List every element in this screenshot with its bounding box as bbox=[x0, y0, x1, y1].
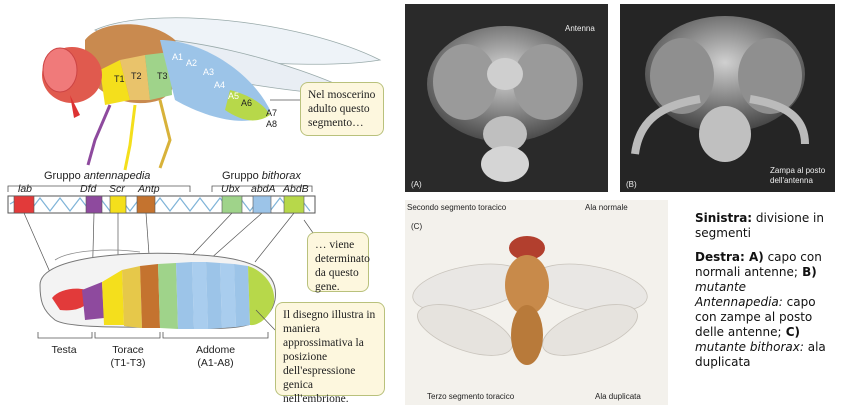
label-a5: A5 bbox=[228, 91, 240, 101]
callout-gene: … viene determinato da questo gene. bbox=[307, 232, 370, 293]
photo-b-caption-2: dell'antenna bbox=[770, 176, 813, 185]
photo-b-antennapedia-head: (B) Zampa al posto dell'antenna bbox=[620, 4, 835, 192]
legend-a-text: capo con normali antenne; bbox=[695, 250, 822, 279]
photo-a-antenna-label: Antenna bbox=[565, 24, 595, 33]
group-antennapedia-label: Gruppo antennapedia bbox=[44, 170, 150, 182]
photo-c-second-segment: Secondo segmento toracico bbox=[407, 203, 507, 212]
photo-a-normal-head: (A) Antenna bbox=[405, 4, 608, 192]
legend-left-label: Sinistra: bbox=[695, 211, 753, 225]
gene-ubx: Ubx bbox=[221, 183, 240, 195]
group-bithorax-label: Gruppo bithorax bbox=[222, 170, 301, 182]
gene-box-abda bbox=[252, 195, 272, 214]
embryo-head-red bbox=[52, 288, 92, 311]
legend-c-mutant: mutante bithorax: bbox=[695, 340, 804, 354]
region-addome-sub: (A1-A8) bbox=[197, 357, 234, 369]
legend-left: Sinistra: divisione in segmenti bbox=[695, 211, 835, 241]
label-t2: T2 bbox=[131, 71, 142, 81]
legend-c-text: ala duplicata bbox=[695, 340, 826, 369]
fly-bithorax-photo bbox=[412, 236, 648, 365]
fly-eye bbox=[42, 47, 78, 93]
embryo-orange bbox=[140, 264, 160, 328]
fly-t2 bbox=[120, 55, 150, 100]
bracket-testa bbox=[37, 332, 93, 339]
embryo-tail-lime bbox=[248, 266, 275, 326]
region-torace: Torace bbox=[112, 344, 144, 356]
legend-left-text: divisione in segmenti bbox=[695, 211, 824, 240]
fly-diagram-svg bbox=[7, 17, 382, 339]
group-prefix: Gruppo bbox=[44, 170, 84, 182]
bracket-bithorax bbox=[211, 185, 313, 192]
figure-legend: Sinistra: divisione in segmenti Destra: … bbox=[695, 211, 835, 379]
label-a1: A1 bbox=[172, 52, 184, 62]
fly-leg-1 bbox=[86, 104, 112, 166]
gene-box-lab bbox=[13, 195, 35, 214]
gene-abda: abdA bbox=[251, 183, 276, 195]
photo-c-bithorax: (C) Secondo segmento toracico Ala normal… bbox=[405, 200, 668, 405]
label-t3: T3 bbox=[157, 71, 168, 81]
gene-box-dfd bbox=[85, 195, 103, 214]
region-addome: Addome bbox=[195, 344, 236, 356]
photo-a-tag: (A) bbox=[411, 180, 422, 189]
legend-right: Destra: A) capo con normali antenne; B) … bbox=[695, 250, 835, 370]
gene-box-scr bbox=[109, 195, 127, 214]
sem-head-normal bbox=[427, 26, 583, 182]
embryo-yellow bbox=[102, 270, 124, 325]
photo-c-wing-normal: Ala normale bbox=[585, 203, 628, 212]
region-torace-sub: (T1-T3) bbox=[110, 357, 146, 369]
embryo-abdominal-segments bbox=[176, 262, 250, 329]
gene-antp: Antp bbox=[138, 183, 160, 195]
photo-c-tag: (C) bbox=[411, 222, 423, 231]
group-name: bithorax bbox=[261, 170, 301, 182]
region-testa: Testa bbox=[51, 344, 77, 356]
legend-c-label: C) bbox=[781, 325, 801, 339]
fly-t1 bbox=[100, 60, 130, 105]
gene-box-ubx bbox=[221, 195, 243, 214]
bracket-torace bbox=[94, 332, 161, 339]
group-prefix: Gruppo bbox=[222, 170, 262, 182]
legend-right-label: Destra: bbox=[695, 250, 745, 264]
gene-dfd: Dfd bbox=[80, 183, 97, 195]
fly-abdomen-tip bbox=[225, 90, 270, 121]
legend-b-mutant: mutante Antennapedia: bbox=[695, 280, 783, 309]
embryo-yellow-2 bbox=[122, 266, 142, 328]
label-a7: A7 bbox=[266, 108, 278, 118]
gene-lab: lab bbox=[18, 183, 33, 195]
label-a3: A3 bbox=[203, 67, 215, 77]
photo-b-caption-1: Zampa al posto bbox=[770, 166, 826, 175]
fly-t3 bbox=[145, 52, 172, 100]
fly-mouthpart bbox=[70, 95, 80, 118]
bracket-antennapedia bbox=[7, 185, 191, 192]
photo-b-tag: (B) bbox=[626, 180, 637, 189]
label-a2: A2 bbox=[186, 58, 198, 68]
gene-box-abdb bbox=[283, 195, 305, 214]
callout-segment: Nel moscerino adulto questo segmento… bbox=[300, 82, 384, 136]
gene-scr: Scr bbox=[109, 183, 125, 195]
embryo-purple bbox=[82, 282, 104, 320]
bracket-addome bbox=[162, 332, 269, 339]
legend-b-label: B) bbox=[797, 265, 817, 279]
legend-b-text: capo con zampe al posto delle antenne; bbox=[695, 295, 816, 339]
photo-c-third-segment: Terzo segmento toracico bbox=[427, 392, 515, 401]
group-name: antennapedia bbox=[83, 170, 151, 182]
fly-leg-3 bbox=[158, 99, 172, 169]
label-t1: T1 bbox=[114, 74, 125, 84]
embryo-green bbox=[158, 263, 178, 329]
fly-leg-2 bbox=[123, 104, 137, 171]
callout-bottom-pointer bbox=[255, 309, 276, 331]
photo-c-wing-dup: Ala duplicata bbox=[595, 392, 641, 401]
gene-abdb: AbdB bbox=[283, 183, 309, 195]
segmentation-diagram-panel: A1 A2 A3 A4 A5 A6 A7 A8 T1 T2 T3 Nel mos… bbox=[0, 0, 392, 410]
label-a6: A6 bbox=[241, 98, 253, 108]
sem-head-mutant bbox=[631, 16, 809, 162]
legend-a-label: A) bbox=[744, 250, 764, 264]
label-a4: A4 bbox=[214, 80, 226, 90]
label-a8: A8 bbox=[266, 119, 278, 129]
callout-embryo-note: Il disegno illustra in maniera approssim… bbox=[275, 302, 385, 405]
gene-box-antp bbox=[136, 195, 156, 214]
embryo-dorsal-line bbox=[54, 249, 141, 261]
